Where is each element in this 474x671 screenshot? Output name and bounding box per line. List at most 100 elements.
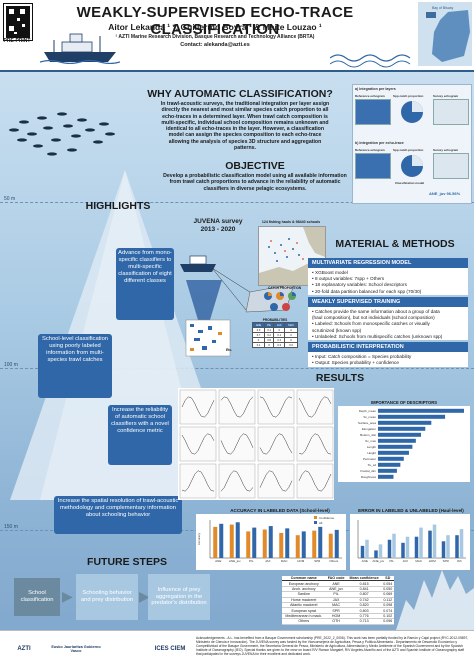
prob-cell: 0 xyxy=(263,342,275,348)
map-title: 124 fishing hauls & 98440 schools xyxy=(261,220,321,224)
accuracy-bar xyxy=(235,522,240,558)
importance-label: Fractal_dim xyxy=(360,469,376,473)
error-bar xyxy=(392,533,396,558)
table-cell: Horse mackerel xyxy=(282,597,326,603)
importance-bar xyxy=(378,456,404,461)
methods-section-body: • Catches provide the same information a… xyxy=(308,307,468,340)
error-title: ERROR IN LABELED & UNLABELED (Haul-level… xyxy=(358,508,464,513)
partial-dependence-grid xyxy=(179,389,334,499)
accuracy-tick-label: SPR xyxy=(314,559,321,563)
figure-label: Spp catch proportion xyxy=(393,94,424,98)
methods-line: • Input: Catch composition = Species pro… xyxy=(312,354,412,359)
pie-chart-icon xyxy=(401,155,423,177)
importance-bar xyxy=(378,432,421,437)
table-cell: OTH xyxy=(325,618,347,625)
prob-cell: 0.1 xyxy=(252,342,265,348)
table-header: Common name xyxy=(282,576,326,582)
figure-label: Reference echogram xyxy=(355,148,385,152)
accuracy-tick-label: MAC xyxy=(281,559,289,563)
location-map xyxy=(418,2,472,66)
table-cell: 0.098 xyxy=(381,602,394,609)
pdp-line xyxy=(259,433,293,455)
methods-section-body: • Input: Catch composition = Species pro… xyxy=(308,352,468,367)
accuracy-bar xyxy=(334,529,339,558)
table-cell: 0.815 xyxy=(346,580,382,587)
waves-illustration xyxy=(330,54,411,68)
poster-footer xyxy=(0,630,474,671)
probabilities-table: ANE PIL JAX MAC 0.9 0.1 0 0 0.7 0.2 0.1 … xyxy=(252,322,298,348)
table-cell: ANE_juv xyxy=(325,586,347,593)
error-tick-label: Oth xyxy=(457,559,462,563)
error-bar xyxy=(432,524,437,558)
accuracy-bar xyxy=(246,531,251,558)
importance-bar xyxy=(378,462,401,467)
error-bar xyxy=(441,541,446,558)
accuracy-bar xyxy=(285,528,290,558)
table-cell: MAC xyxy=(325,602,347,609)
prob-cell: 0.6 xyxy=(284,342,298,348)
catch-pie-icons xyxy=(264,292,296,311)
table-row: Mediterranean h.mack. HOM 0.776 0.102 xyxy=(282,613,394,620)
integration-figure: a) Integration per layers Reference echo… xyxy=(352,84,472,204)
legend-swatch xyxy=(314,521,317,524)
objective-text: Develop a probabilistic classification m… xyxy=(163,173,347,192)
survey-echogram-image xyxy=(433,153,469,179)
error-tick-label: HOM xyxy=(429,559,437,563)
error-bar xyxy=(405,536,410,558)
importance-bar xyxy=(378,438,416,443)
pdp-line xyxy=(259,470,293,492)
importance-bar xyxy=(378,414,446,419)
table-cell: European anchovy xyxy=(282,580,326,587)
table-row: Atlantic mackerel MAC 0.820 0.098 xyxy=(282,602,394,609)
error-bar xyxy=(428,530,432,558)
importance-label: Length xyxy=(367,445,377,449)
legend-swatch xyxy=(314,516,317,519)
seabed-illustration xyxy=(396,570,474,630)
accuracy-bar xyxy=(312,530,317,558)
contact-email[interactable]: Contact: alekanda@azti.es xyxy=(180,42,250,48)
accuracy-bar xyxy=(262,529,267,558)
depth-label-50: 50 m xyxy=(4,196,16,202)
pdp-line xyxy=(220,470,254,492)
importance-label: Depth_mean xyxy=(359,409,377,413)
importance-label: Surface_area xyxy=(358,421,376,425)
highlights-title: HIGHLIGHTS xyxy=(85,200,151,212)
error-bar xyxy=(387,539,392,558)
pdp-panel xyxy=(257,426,295,462)
arrow-right-icon: ▶ xyxy=(139,588,150,604)
methods-line: • Output: Species probability + confiden… xyxy=(312,360,399,366)
pdp-line xyxy=(181,470,215,492)
table-row: European anchovy ANE 0.815 0.054 xyxy=(282,580,394,587)
figure-label: Classification model xyxy=(395,181,425,185)
accuracy-bar xyxy=(279,532,284,558)
highlight-item: Increase the spatial resolution of trawl… xyxy=(54,496,182,534)
table-cell: Mediterranean h.mack. xyxy=(282,613,326,620)
accuracy-bar xyxy=(213,526,218,558)
methods-line: scrutinized (known spp) xyxy=(312,327,362,333)
pdp-line xyxy=(181,396,215,418)
qr-code-icon[interactable] xyxy=(3,3,33,41)
table-cell: 0.054 xyxy=(381,580,394,587)
error-bar xyxy=(459,529,464,558)
methods-line: • Unlabeled: Schools from multispecific … xyxy=(312,333,443,339)
table-cell: 0.803 xyxy=(346,607,382,614)
table-cell: 0.820 xyxy=(346,602,382,609)
preprint-label: PRE-PRINT xyxy=(3,38,31,44)
figure-panel-b-title: b) Integration per echo-trace xyxy=(355,141,404,145)
methods-section-header: PROBABILISTIC INTERPRETATION xyxy=(308,342,468,352)
accuracy-tick-label: ANE xyxy=(215,559,221,563)
pdp-line xyxy=(220,433,254,455)
table-cell: Atlantic mackerel xyxy=(282,602,326,609)
pdp-line xyxy=(181,433,215,455)
table-cell: JAX xyxy=(325,597,347,603)
error-tick-label: JAX xyxy=(402,559,408,563)
authors: Aitor Lekanda ¹ *, Guillermo Boyra ¹ & M… xyxy=(108,22,322,32)
error-bar xyxy=(378,544,383,558)
table-cell: Others xyxy=(282,618,326,625)
importance-label: Sv_max xyxy=(365,439,376,443)
